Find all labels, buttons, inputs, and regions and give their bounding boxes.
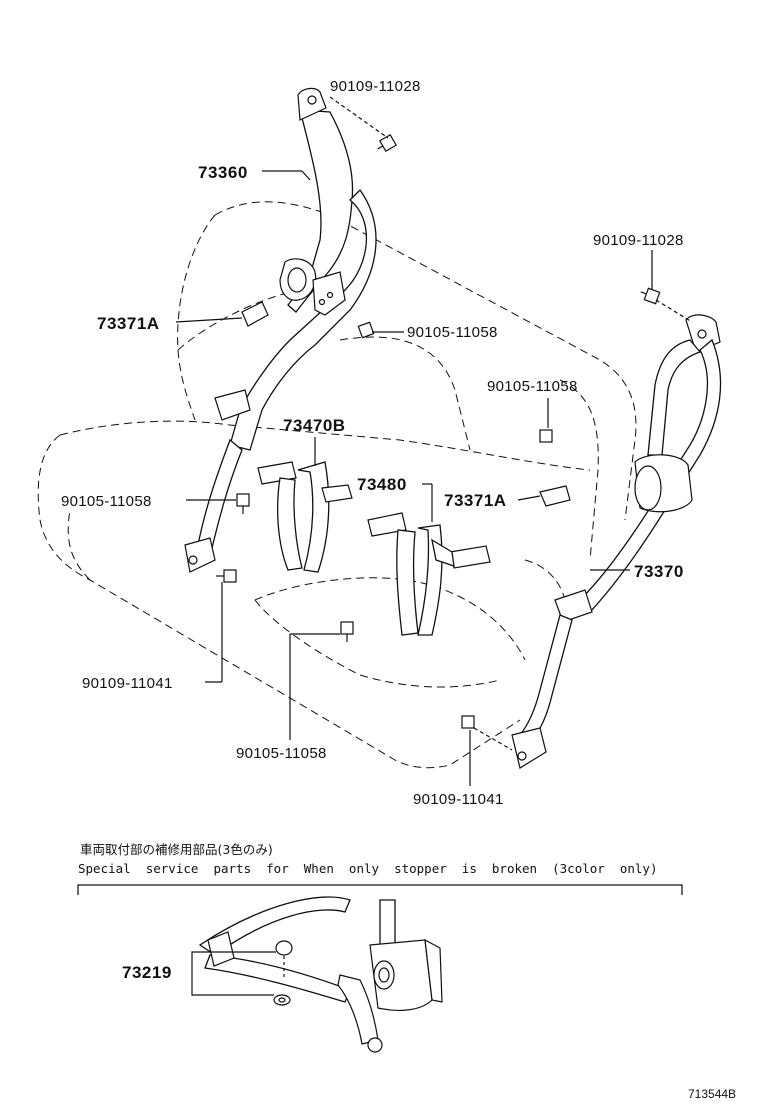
label-bolt-left-anchor: 90109-11041 — [82, 675, 173, 692]
label-cover-left: 73371A — [97, 314, 160, 333]
label-buckle-73480: 73480 — [357, 475, 407, 494]
label-bolt-center-floor: 90105-11058 — [236, 745, 327, 762]
cover-right — [539, 485, 571, 507]
label-bolt-left-seat: 90105-11058 — [61, 493, 152, 510]
diagram-code: 713544B — [688, 1087, 736, 1101]
label-bolt-mid-left: 90105-11058 — [407, 324, 498, 341]
label-belt-left: 73360 — [198, 163, 248, 182]
left-seat-belt-73360 — [184, 87, 377, 573]
right-seat-belt-73370 — [511, 314, 722, 769]
label-bolt-right-anchor: 90109-11041 — [413, 791, 504, 808]
label-bolt-top-right: 90109-11028 — [593, 232, 684, 249]
note-bracket — [77, 884, 683, 895]
label-bolt-mid-right: 90105-11058 — [487, 378, 578, 395]
buckle-73480 — [367, 512, 491, 636]
label-buckle-73470B: 73470B — [283, 416, 346, 435]
label-bolt-top-left: 90109-11028 — [330, 78, 421, 95]
cover-left — [241, 301, 269, 327]
note-japanese: 車両取付部の補修用部品(3色のみ) — [80, 842, 273, 857]
note-english: Special service parts for When only stop… — [78, 861, 657, 876]
leader-lines — [175, 96, 693, 786]
label-cover-right: 73371A — [444, 491, 507, 510]
label-belt-right: 73370 — [634, 562, 684, 581]
buckle-73470B — [257, 461, 353, 573]
bolt-icons — [216, 133, 661, 729]
stopper-detail — [191, 896, 443, 1053]
label-stopper-kit: 73219 — [122, 963, 172, 982]
